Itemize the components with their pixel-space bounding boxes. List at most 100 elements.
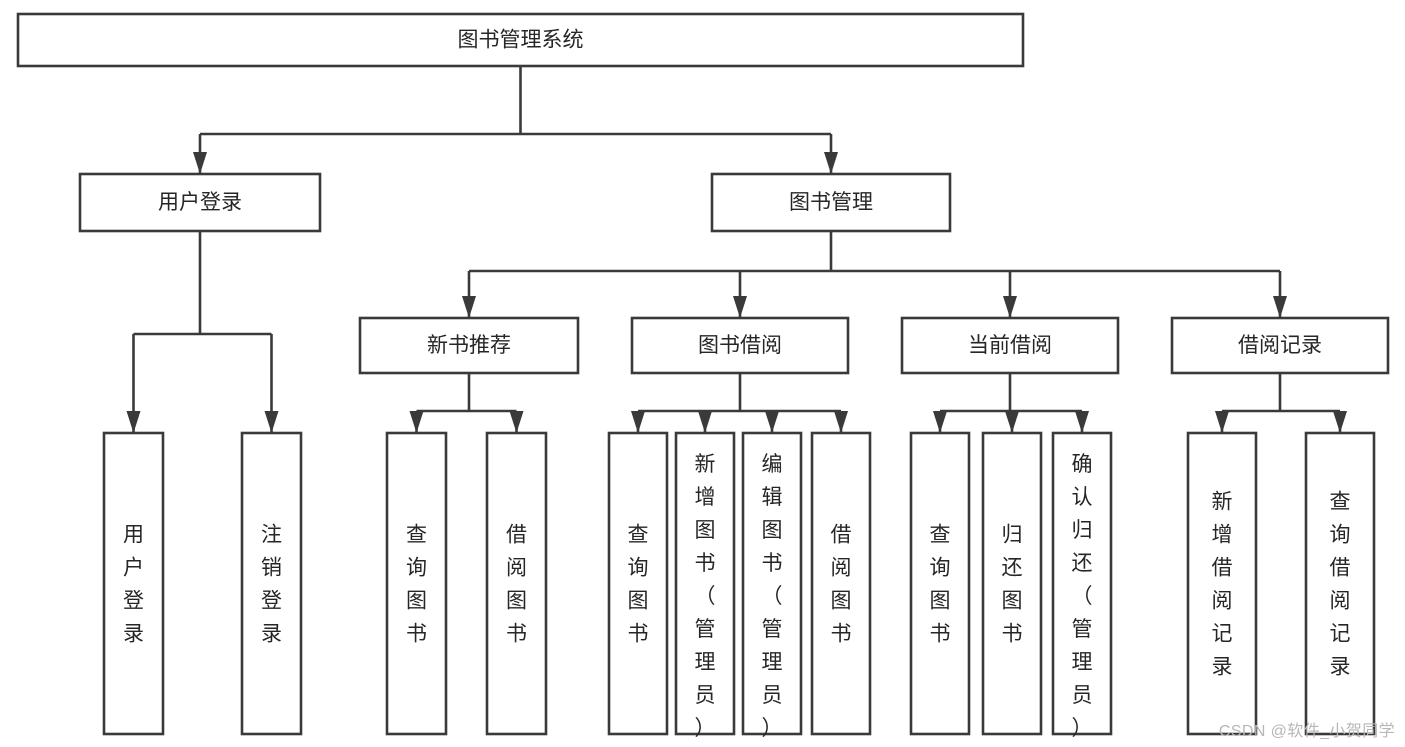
node-book-manage-box[interactable]: [710, 172, 952, 233]
svg-text:书: 书: [831, 623, 852, 646]
label-user-login: 用户登录: [158, 191, 242, 214]
arrow-leaf-borrow-book-2-icon: [834, 411, 848, 433]
svg-text:询: 询: [628, 557, 649, 580]
svg-text:书: 书: [930, 623, 951, 646]
svg-text:书: 书: [506, 623, 527, 646]
svg-text:阅: 阅: [506, 557, 527, 580]
arrow-leaf-add-record-icon: [1215, 411, 1229, 433]
node-leaf-borrow-book-2-box[interactable]: [810, 431, 872, 736]
node-level3-0-box[interactable]: [358, 316, 580, 375]
label-leaf-user-login: 用户登录: [123, 524, 144, 646]
arrow-level3-3-icon: [1273, 296, 1287, 318]
node-user-login-box[interactable]: [78, 172, 322, 233]
node-leaf-logout-login-box[interactable]: [240, 431, 303, 736]
svg-text:查: 查: [930, 524, 951, 547]
svg-text:借: 借: [1212, 557, 1233, 580]
arrow-level3-2-icon: [1003, 296, 1017, 318]
svg-text:查: 查: [628, 524, 649, 547]
svg-text:图: 图: [762, 519, 783, 542]
label-level3-1: 图书借阅: [698, 334, 782, 357]
node-level3-3-box[interactable]: [1170, 316, 1390, 375]
svg-text:图: 图: [406, 590, 427, 613]
svg-text:借: 借: [831, 524, 852, 547]
svg-text:销: 销: [261, 557, 282, 580]
svg-text:图: 图: [506, 590, 527, 613]
node-labels-group: 图书管理系统用户登录图书管理新书推荐图书借阅当前借阅借阅记录用户登录注销登录查询…: [123, 29, 1351, 740]
svg-text:记: 记: [1330, 623, 1351, 646]
svg-text:）: ）: [695, 717, 716, 740]
svg-text:图: 图: [695, 519, 716, 542]
node-leaf-user-login-box[interactable]: [102, 431, 165, 736]
svg-text:增: 增: [1212, 524, 1233, 547]
node-leaf-query-book-2-box[interactable]: [607, 431, 669, 736]
svg-text:书: 书: [695, 552, 716, 575]
node-leaf-confirm-return-box[interactable]: [1051, 431, 1113, 736]
node-leaf-return-book-box[interactable]: [981, 431, 1043, 736]
svg-text:理: 理: [695, 651, 716, 674]
svg-text:录: 录: [1212, 656, 1233, 679]
svg-text:）: ）: [1072, 717, 1093, 740]
arrow-leaf-return-book-icon: [1005, 411, 1019, 433]
svg-text:录: 录: [123, 623, 144, 646]
node-leaf-edit-book-box[interactable]: [741, 431, 803, 736]
node-leaf-borrow-book-1-box[interactable]: [485, 431, 548, 736]
label-level3-0: 新书推荐: [427, 334, 511, 357]
node-level3-1-box[interactable]: [630, 316, 850, 375]
arrow-leaf-confirm-return-icon: [1075, 411, 1089, 433]
svg-text:书: 书: [406, 623, 427, 646]
node-level3-2-box[interactable]: [900, 316, 1120, 375]
csdn-watermark: CSDN @软件_小贺同学: [1218, 723, 1395, 740]
svg-text:借: 借: [506, 524, 527, 547]
svg-text:注: 注: [261, 524, 282, 547]
svg-text:书: 书: [1002, 623, 1023, 646]
svg-text:查: 查: [406, 524, 427, 547]
arrow-book-manage-icon: [824, 152, 838, 174]
svg-text:员: 员: [695, 684, 716, 707]
svg-text:员: 员: [762, 684, 783, 707]
arrow-leaf-borrow-book-1-icon: [509, 411, 524, 433]
node-leaf-add-book-box[interactable]: [674, 431, 736, 736]
arrow-user-login-icon: [193, 152, 207, 174]
node-leaf-query-book-1-box[interactable]: [385, 431, 448, 736]
node-root-box[interactable]: [16, 12, 1025, 68]
svg-text:新: 新: [695, 453, 716, 476]
svg-text:记: 记: [1212, 623, 1233, 646]
svg-text:管: 管: [762, 618, 783, 641]
svg-text:书: 书: [628, 623, 649, 646]
svg-text:（: （: [1072, 585, 1093, 608]
node-leaf-query-book-3-box[interactable]: [909, 431, 971, 736]
svg-text:员: 员: [1072, 684, 1093, 707]
node-leaf-query-record-box[interactable]: [1304, 431, 1376, 736]
svg-text:归: 归: [1002, 524, 1023, 547]
svg-text:图: 图: [628, 590, 649, 613]
arrow-leaf-logout-login-icon: [264, 411, 279, 433]
svg-text:登: 登: [261, 590, 282, 613]
svg-text:确: 确: [1072, 453, 1093, 476]
svg-text:户: 户: [123, 557, 144, 580]
svg-text:理: 理: [762, 651, 783, 674]
svg-text:管: 管: [695, 618, 716, 641]
label-level3-2: 当前借阅: [968, 334, 1052, 357]
svg-text:用: 用: [123, 524, 144, 547]
label-root: 图书管理系统: [458, 29, 584, 52]
svg-text:还: 还: [1072, 552, 1093, 575]
svg-text:录: 录: [261, 623, 282, 646]
svg-text:图: 图: [831, 590, 852, 613]
node-leaf-add-record-box[interactable]: [1186, 431, 1258, 736]
arrow-leaf-user-login-icon: [126, 411, 141, 433]
svg-text:录: 录: [1330, 656, 1351, 679]
svg-text:询: 询: [1330, 524, 1351, 547]
svg-text:查: 查: [1330, 491, 1351, 514]
label-level3-3: 借阅记录: [1238, 334, 1322, 357]
svg-text:图: 图: [1002, 590, 1023, 613]
arrow-leaf-query-book-1-icon: [409, 411, 424, 433]
svg-text:阅: 阅: [831, 557, 852, 580]
arrow-level3-0-icon: [462, 296, 476, 318]
